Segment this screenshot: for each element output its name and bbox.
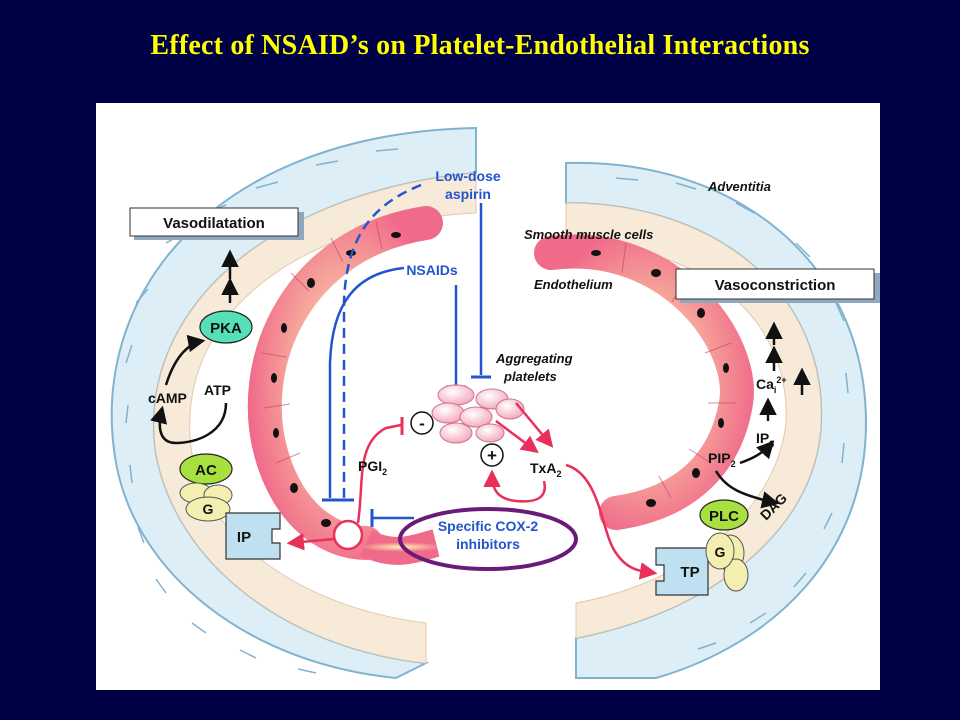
nsaids-label: NSAIDs	[406, 262, 458, 278]
left-pathway: PKA cAMP ATP AC G IP PGI2	[148, 249, 404, 560]
minus-sign: -	[419, 414, 425, 433]
pka-node	[199, 310, 253, 344]
g-label-left: G	[203, 501, 214, 517]
slide-title: Effect of NSAID’s on Platelet-Endothelia…	[150, 30, 810, 61]
txa2-label: TxA2	[530, 460, 561, 479]
tp-label: TP	[680, 564, 699, 581]
cox-enzyme-circle	[332, 519, 364, 551]
pathway-diagram: Adventitia Smooth muscle cells Endotheli…	[110, 126, 880, 680]
tp-receptor	[655, 547, 709, 596]
cox2-highlight-ellipse	[398, 507, 578, 571]
txa2-pathway	[483, 402, 658, 580]
ca-label: Cai2+	[756, 375, 787, 395]
minus-sign-circle	[410, 411, 434, 435]
g-protein-right	[705, 532, 735, 570]
plc-node	[699, 499, 749, 531]
vasoconstriction-label: Vasoconstriction	[715, 277, 836, 294]
ac-label: AC	[195, 462, 217, 479]
adventitia-label: Adventitia	[707, 179, 771, 194]
pka-label: PKA	[210, 320, 242, 337]
cox2-line1: Specific COX-2	[438, 518, 539, 534]
plus-sign: +	[487, 446, 497, 465]
vasodilatation-label: Vasodilatation	[163, 215, 265, 232]
g-protein-left	[185, 496, 231, 522]
atp-label: ATP	[204, 382, 231, 398]
right-pathway: TP G PLC PIP2 IP3 DAG Cai2+	[655, 321, 811, 596]
plus-sign-circle	[480, 443, 504, 467]
diagram-figure: Adventitia Smooth muscle cells Endotheli…	[96, 103, 880, 690]
platelets-line1: Aggregating	[495, 351, 573, 366]
platelets-line2: platelets	[503, 369, 557, 384]
smooth-muscle-label: Smooth muscle cells	[524, 227, 653, 242]
low-dose-aspirin-line1: Low-dose	[435, 168, 501, 184]
ip-label: IP	[237, 529, 251, 546]
ip3-label: IP3	[756, 430, 774, 449]
plc-label: PLC	[709, 508, 739, 525]
vasoconstriction-box: Vasoconstriction	[675, 268, 880, 303]
vasodilatation-box: Vasodilatation	[129, 207, 304, 240]
pip2-label: PIP2	[708, 450, 736, 469]
pgi2-label: PGI2	[358, 458, 387, 477]
camp-label: cAMP	[148, 390, 187, 406]
ip-receptor	[225, 512, 281, 560]
aggregating-platelets	[431, 384, 525, 444]
ac-node	[179, 453, 233, 485]
cox2-line2: inhibitors	[456, 536, 520, 552]
low-dose-aspirin-line2: aspirin	[445, 186, 491, 202]
endothelium-label: Endothelium	[534, 277, 613, 292]
g-label-right: G	[715, 544, 726, 560]
endothelium-ring	[247, 206, 754, 565]
